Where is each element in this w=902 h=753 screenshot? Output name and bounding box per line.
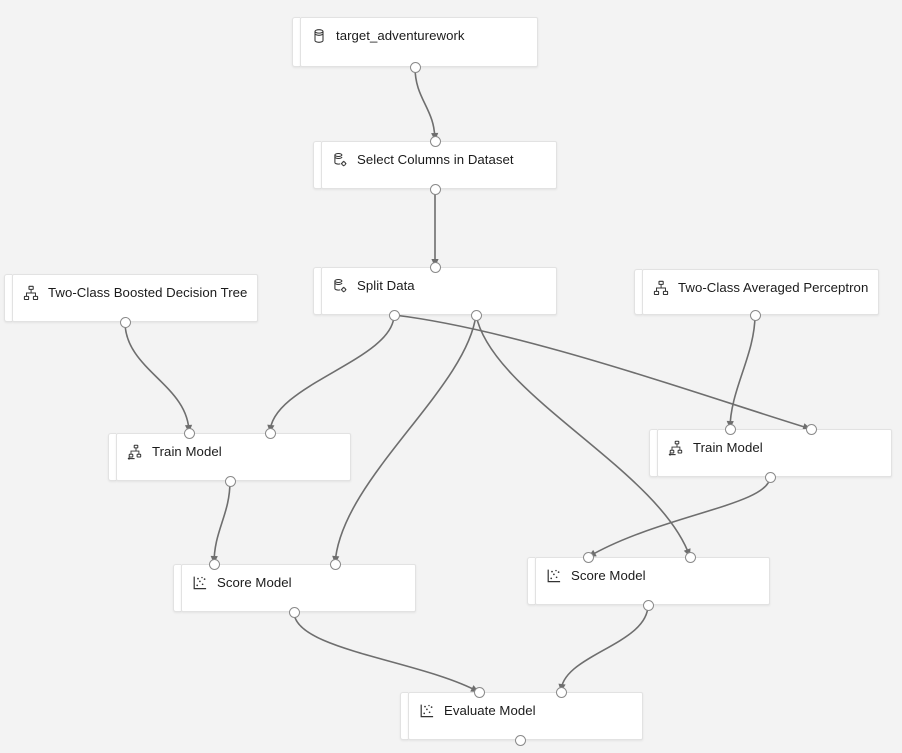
dataset-settings-icon	[332, 152, 348, 168]
node-accent-strip	[634, 269, 642, 315]
node-body[interactable]: Score Model	[181, 564, 416, 612]
node-evaluate_model[interactable]: Evaluate Model	[400, 692, 643, 740]
score-model-icon	[546, 568, 562, 584]
node-body[interactable]: target_adventurework	[300, 17, 538, 67]
input-port-train_model_left-0[interactable]	[183, 427, 195, 439]
edge-e4	[267, 314, 395, 434]
edge-e3	[124, 321, 193, 434]
node-label: Two-Class Boosted Decision Tree	[48, 285, 248, 300]
node-accent-strip	[400, 692, 408, 740]
node-accent-strip	[108, 433, 116, 481]
output-port-train_model_right-0[interactable]	[764, 471, 776, 483]
dataset-settings-icon	[332, 278, 348, 294]
edge-e8	[726, 314, 756, 430]
node-label: target_adventurework	[336, 28, 465, 43]
node-label: Score Model	[217, 575, 292, 590]
node-label: Train Model	[693, 440, 763, 455]
input-port-score_model_left-1[interactable]	[329, 558, 341, 570]
edge-e9	[210, 480, 231, 565]
train-model-icon	[127, 444, 143, 460]
edge-e11	[293, 611, 480, 693]
node-body[interactable]: Train Model	[657, 429, 892, 477]
train-model-icon	[668, 440, 684, 456]
node-label: Evaluate Model	[444, 703, 536, 718]
output-port-evaluate_model-0[interactable]	[514, 734, 526, 746]
input-port-select_columns-0[interactable]	[429, 135, 441, 147]
algorithm-icon	[23, 285, 39, 301]
node-score_model_left[interactable]: Score Model	[173, 564, 416, 612]
input-port-evaluate_model-1[interactable]	[555, 686, 567, 698]
node-body[interactable]: Two-Class Boosted Decision Tree	[12, 274, 259, 322]
node-split_data[interactable]: Split Data	[313, 267, 557, 315]
node-body[interactable]: Two-Class Averaged Perceptron	[642, 269, 880, 315]
node-accent-strip	[173, 564, 181, 612]
algorithm-icon	[653, 280, 669, 296]
node-body[interactable]: Score Model	[535, 557, 770, 605]
node-label: Score Model	[571, 568, 646, 583]
output-port-score_model_right-0[interactable]	[642, 599, 654, 611]
edge-e5	[393, 314, 812, 431]
node-body[interactable]: Split Data	[321, 267, 557, 315]
node-two_class_boosted_decision_tree[interactable]: Two-Class Boosted Decision Tree	[4, 274, 259, 322]
node-label: Select Columns in Dataset	[357, 152, 514, 167]
node-select_columns[interactable]: Select Columns in Dataset	[313, 141, 557, 189]
input-port-train_model_right-0[interactable]	[724, 423, 736, 435]
node-target_adventurework[interactable]: target_adventurework	[292, 17, 538, 67]
node-label: Two-Class Averaged Perceptron	[678, 280, 869, 295]
node-score_model_right[interactable]: Score Model	[527, 557, 770, 605]
edge-e2	[431, 189, 439, 267]
input-port-train_model_left-1[interactable]	[264, 427, 276, 439]
input-port-evaluate_model-0[interactable]	[473, 686, 485, 698]
output-port-split_data-1[interactable]	[470, 309, 482, 321]
output-port-split_data-0[interactable]	[388, 309, 400, 321]
edge-e6	[332, 314, 477, 565]
input-port-score_model_right-0[interactable]	[582, 551, 594, 563]
input-port-train_model_right-1[interactable]	[805, 423, 817, 435]
edge-e1	[414, 66, 439, 142]
edge-e12	[558, 604, 649, 693]
node-label: Train Model	[152, 444, 222, 459]
output-port-two_class_averaged_perceptron-0[interactable]	[749, 309, 761, 321]
node-two_class_averaged_perceptron[interactable]: Two-Class Averaged Perceptron	[634, 269, 880, 315]
output-port-train_model_left-0[interactable]	[224, 475, 236, 487]
node-accent-strip	[313, 141, 321, 189]
node-accent-strip	[292, 17, 300, 67]
dataset-icon	[311, 28, 327, 44]
node-accent-strip	[313, 267, 321, 315]
input-port-split_data-0[interactable]	[429, 261, 441, 273]
output-port-two_class_boosted_decision_tree-0[interactable]	[119, 316, 131, 328]
node-accent-strip	[4, 274, 12, 322]
node-body[interactable]: Evaluate Model	[408, 692, 643, 740]
node-body[interactable]: Train Model	[116, 433, 351, 481]
node-train_model_right[interactable]: Train Model	[649, 429, 892, 477]
output-port-target_adventurework-0[interactable]	[409, 61, 421, 73]
node-body[interactable]: Select Columns in Dataset	[321, 141, 557, 189]
score-model-icon	[192, 575, 208, 591]
node-train_model_left[interactable]: Train Model	[108, 433, 351, 481]
input-port-score_model_right-1[interactable]	[684, 551, 696, 563]
node-label: Split Data	[357, 278, 415, 293]
input-port-score_model_left-0[interactable]	[208, 558, 220, 570]
node-accent-strip	[649, 429, 657, 477]
edge-e10	[587, 476, 771, 558]
output-port-select_columns-0[interactable]	[429, 183, 441, 195]
output-port-score_model_left-0[interactable]	[288, 606, 300, 618]
score-model-icon	[419, 703, 435, 719]
node-accent-strip	[527, 557, 535, 605]
